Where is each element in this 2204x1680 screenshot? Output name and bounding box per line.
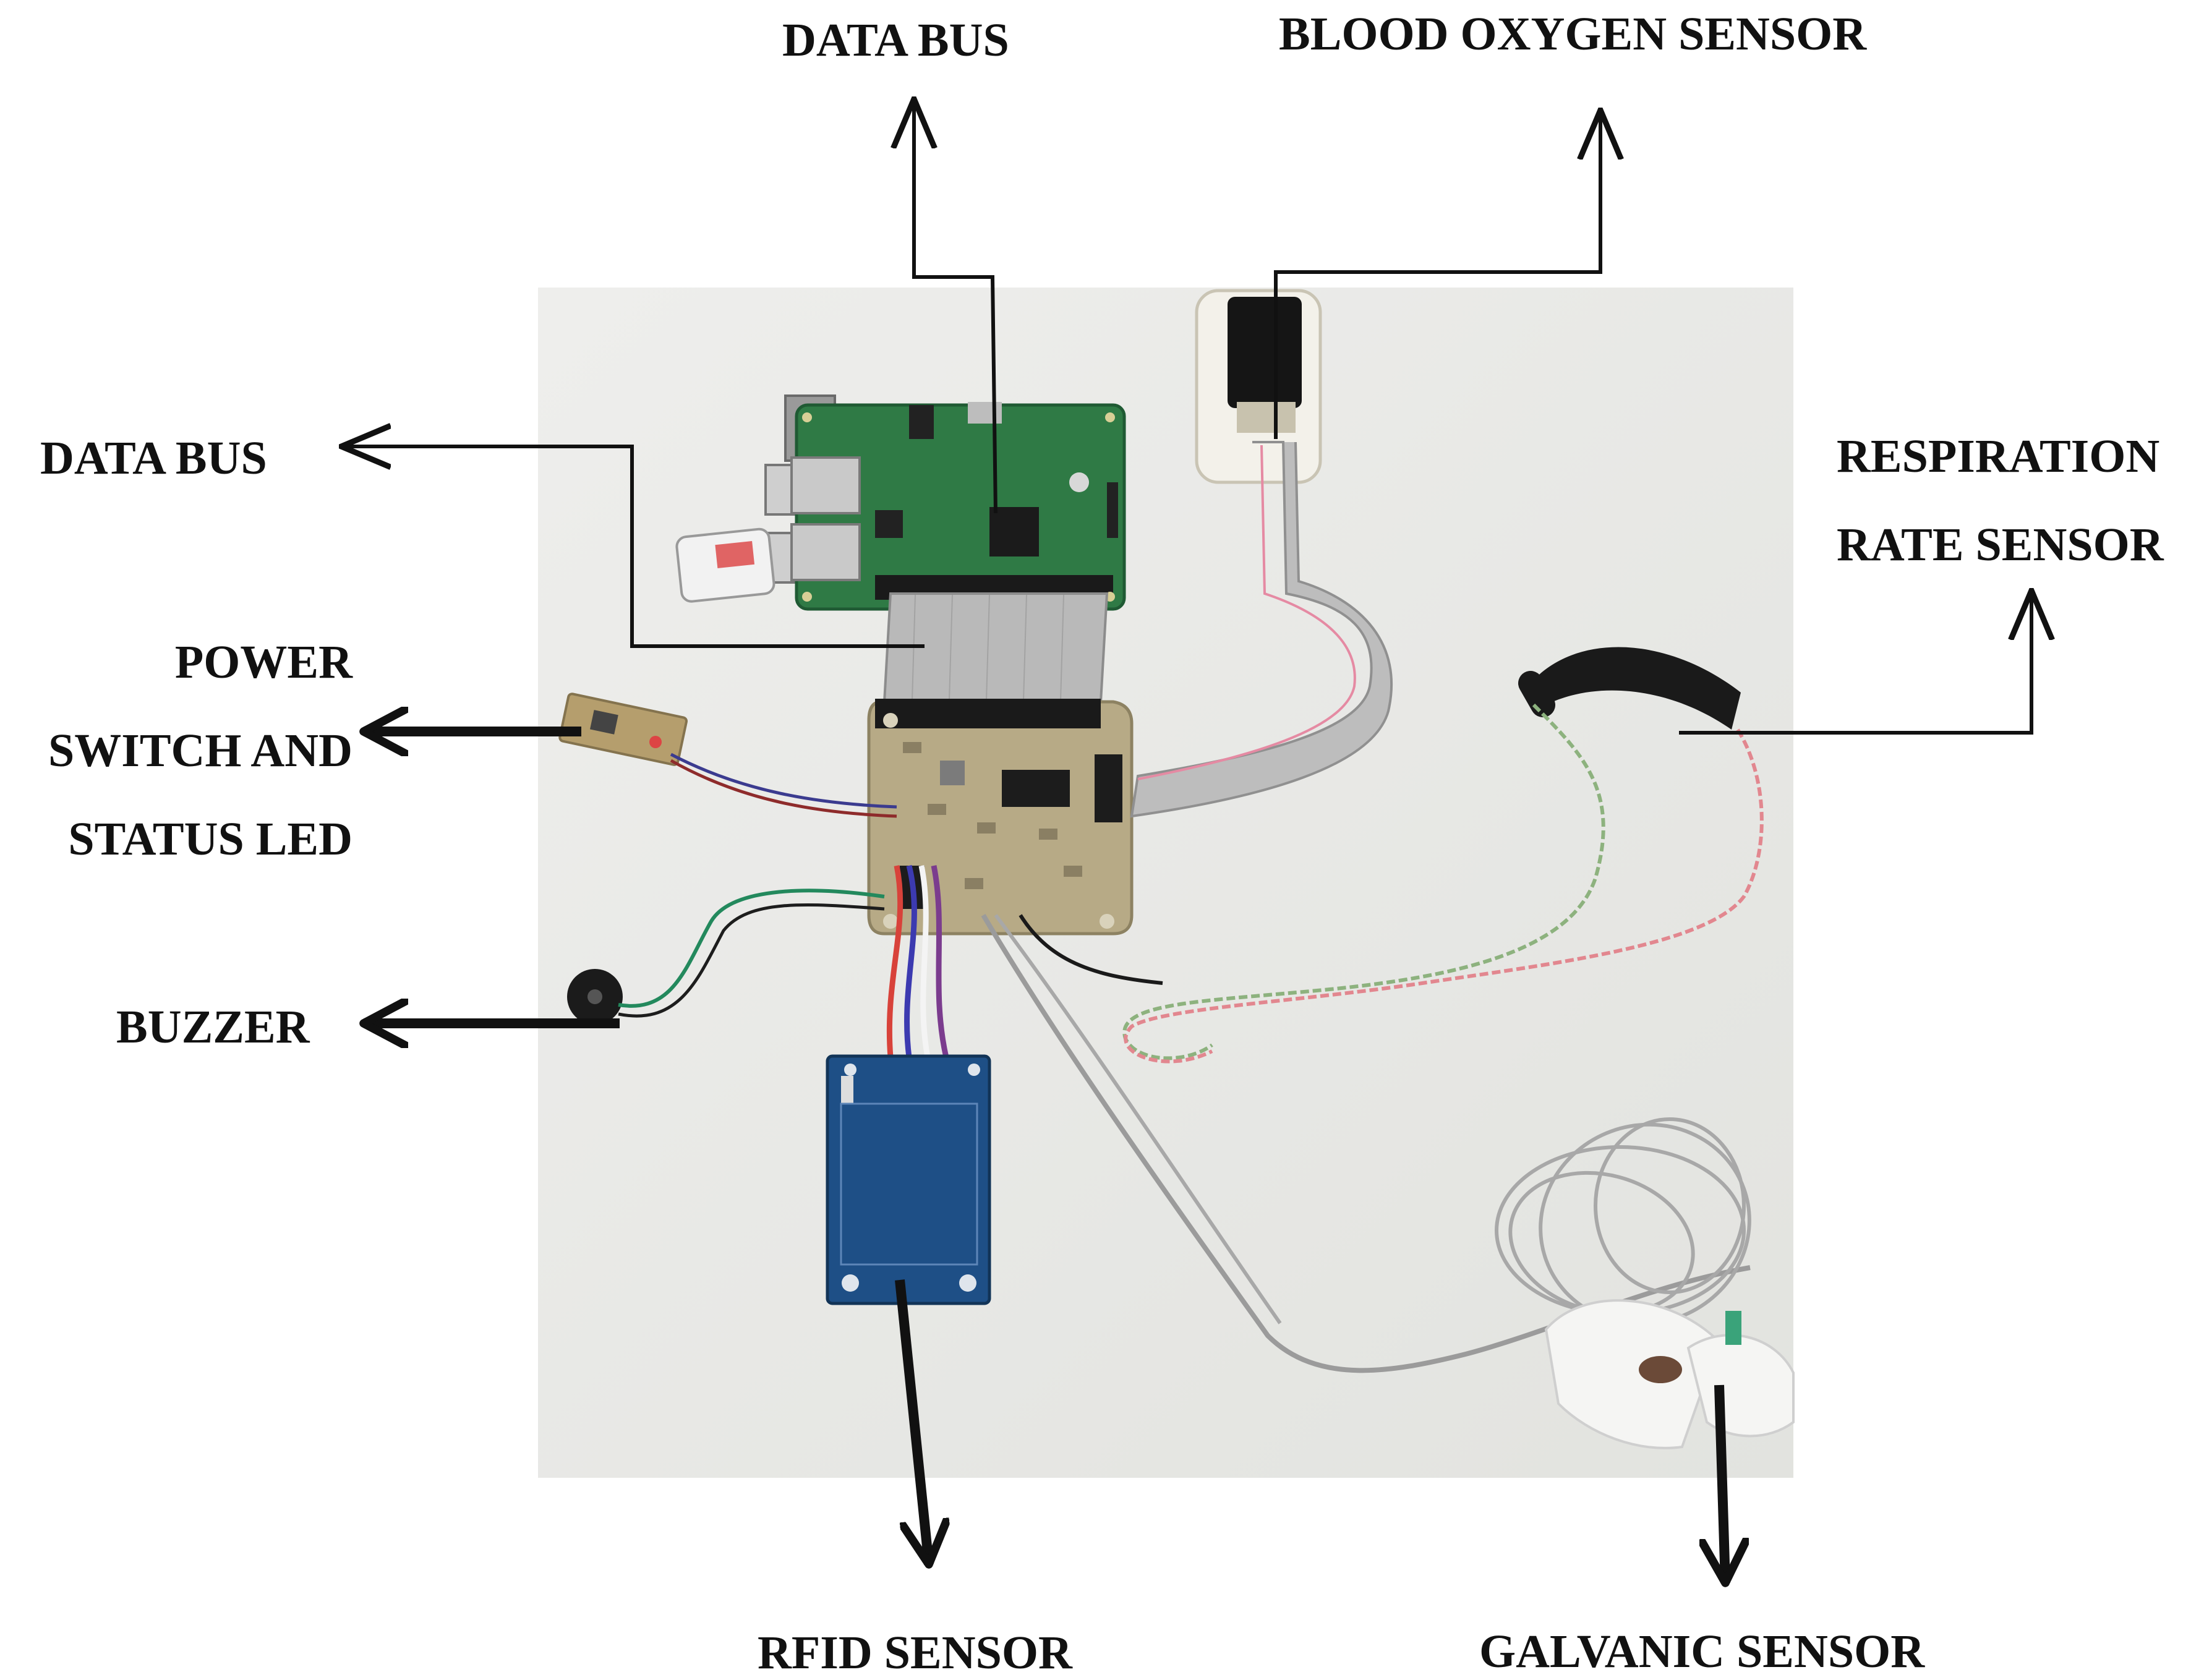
label-respiration-line1: RESPIRATION <box>1837 430 2160 482</box>
shield-board <box>867 699 1134 936</box>
rfid-board <box>826 1054 991 1305</box>
label-power-line3: STATUS LED <box>68 813 352 865</box>
pointer-galvanic <box>1719 1384 1725 1583</box>
pointer-data-bus-left <box>341 446 925 648</box>
label-power-switch: POWER SWITCH AND STATUS LED <box>6 618 352 884</box>
photo-background <box>538 288 1793 1478</box>
pointer-rfid <box>895 1279 929 1564</box>
respiration-wire-red <box>1124 728 1764 1064</box>
label-power-line1: POWER <box>174 636 352 688</box>
blood-oxygen-ribbon <box>1130 441 1393 818</box>
buzzer-wires <box>618 889 885 1008</box>
label-respiration-rate-sensor: RESPIRATION RATE SENSOR <box>1837 412 2164 589</box>
label-data-bus-top: DATA BUS <box>782 14 1009 66</box>
label-rfid-sensor: RFID SENSOR <box>758 1627 1072 1679</box>
label-power-line2: SWITCH AND <box>48 725 352 777</box>
respiration-belt <box>1518 647 1741 730</box>
galvanic-electrodes <box>1544 1299 1795 1449</box>
label-galvanic-sensor: GALVANIC SENSOR <box>1479 1626 1925 1678</box>
label-respiration-line2: RATE SENSOR <box>1837 519 2164 571</box>
wifi-dongle <box>675 527 775 603</box>
power-switch-board <box>558 693 688 766</box>
label-buzzer: BUZZER <box>116 1001 310 1053</box>
pointer-blood-oxygen <box>1274 110 1600 439</box>
raspberry-pi-board <box>764 394 1126 611</box>
label-blood-oxygen-sensor: BLOOD OXYGEN SENSOR <box>1279 8 1867 60</box>
respiration-wire-green <box>1122 703 1605 1060</box>
power-switch-wires <box>670 753 897 809</box>
rfid-wires <box>886 864 949 1058</box>
pointer-respiration <box>1679 591 2031 735</box>
blood-oxygen-clip <box>1195 289 1322 484</box>
buzzer-device <box>567 969 623 1025</box>
label-data-bus-left: DATA BUS <box>40 432 267 484</box>
pointer-data-bus-top <box>914 99 997 514</box>
